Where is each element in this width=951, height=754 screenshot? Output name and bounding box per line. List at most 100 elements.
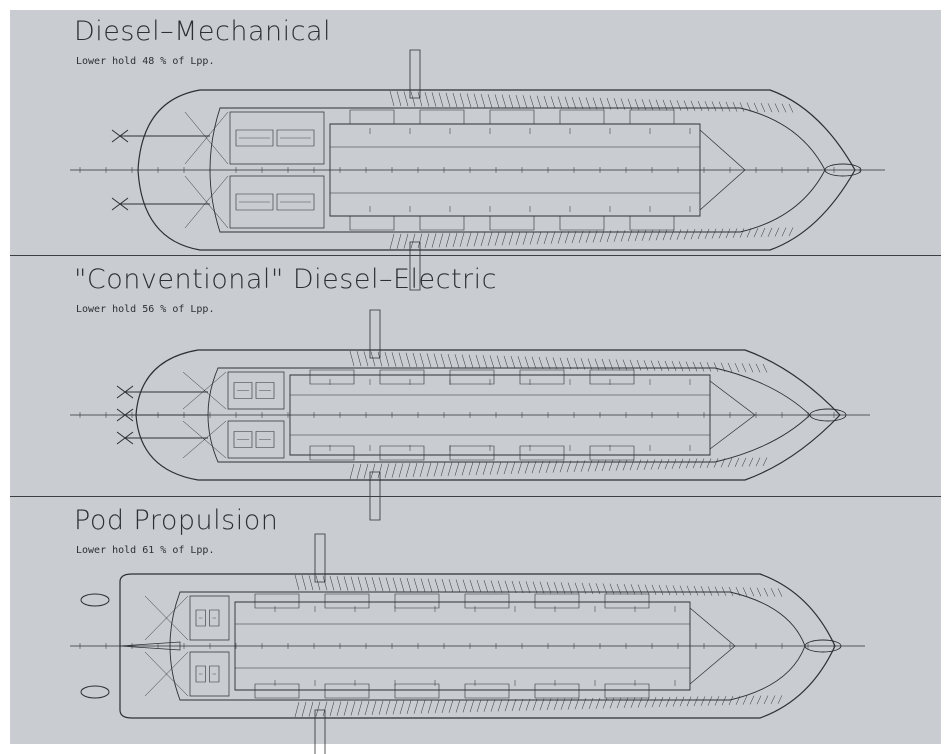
frame-line [393,578,397,592]
brace-line [145,652,188,696]
frame-line [726,229,730,239]
side-room [255,594,299,608]
frame-line [572,231,576,243]
frame-line [523,232,527,245]
frame-line [607,230,611,241]
frame-line [411,92,415,107]
frame-line [344,576,348,590]
panel-title: Pod Propulsion [74,505,279,536]
side-room [520,370,564,384]
frame-line [530,96,534,109]
side-room [590,370,634,384]
frame-line [539,461,543,473]
frame-line [701,696,705,705]
frame-line [386,578,390,592]
side-room [395,684,439,698]
frame-line [455,354,459,367]
frame-line [589,583,593,594]
machinery-room [228,421,284,458]
frame-line [547,582,551,594]
frame-line [330,702,334,717]
frame-line [623,460,627,471]
frame-line [593,231,597,243]
frame-line [729,587,733,596]
frame-line [764,696,768,705]
frame-line [595,460,599,471]
frame-line [757,696,761,705]
bulbous-bow [825,164,861,176]
frame-line [476,355,480,368]
panel-pod-propulsion: Pod Propulsion Lower hold 61 % of Lpp. [10,497,941,744]
frame-line [406,353,410,367]
frame-line [733,228,737,237]
frame-line [539,357,543,369]
engine-unit [234,383,252,399]
inner-hull-line [208,368,810,462]
panel-diesel-electric: "Conventional" Diesel–Electric Lower hol… [10,256,941,496]
frame-line [719,229,723,239]
frame-line [747,228,751,237]
frame-line [750,696,754,705]
frame-line [488,94,492,107]
frame-line [663,230,667,241]
frame-line [721,363,725,372]
machinery-room [190,596,229,640]
frame-line [712,101,716,111]
engine-unit [196,666,206,682]
frame-line [649,230,653,241]
frame-line [631,697,635,707]
bulbous-bow [810,409,846,421]
frame-line [407,700,411,713]
frame-line [614,98,618,109]
side-room [450,446,494,460]
machinery-room [230,176,324,228]
side-room [490,110,534,124]
frame-line [687,586,691,596]
frame-line [684,101,688,111]
frame-line [551,231,555,243]
frame-line [350,464,354,479]
frame-line [446,93,450,107]
frame-line [651,459,655,469]
bow-ramp [690,608,735,684]
machinery-room [230,112,324,164]
frame-line [502,95,506,108]
frame-line [782,104,786,113]
frame-line [624,697,628,707]
frame-line [455,462,459,475]
side-room [420,110,464,124]
frame-line [707,362,711,371]
frame-line [740,228,744,237]
frame-line [575,583,579,594]
frame-line [420,463,424,477]
frame-line [719,102,723,112]
frame-line [677,100,681,110]
frame-line [775,104,779,113]
frame-line [665,459,669,469]
frame-line [371,464,375,479]
frame-line [364,351,368,366]
frame-line [316,702,320,717]
frame-line [635,230,639,241]
frame-line [467,94,471,108]
frame-line [295,702,299,717]
panel-title: "Conventional" Diesel–Electric [74,264,498,295]
frame-line [742,458,746,467]
side-room [605,684,649,698]
frame-line [407,578,411,591]
frame-line [435,579,439,592]
side-room [380,446,424,460]
frame-line [756,364,760,373]
engine-unit [210,666,220,682]
propeller [117,432,133,444]
gangway [410,50,420,98]
frame-line [537,232,541,245]
frame-line [666,697,670,707]
frame-line [757,588,761,597]
panel-subtitle: Lower hold 48 % of Lpp. [76,56,215,67]
panel-subtitle: Lower hold 61 % of Lpp. [76,545,215,556]
frame-line [399,463,403,477]
side-room [420,216,464,230]
frame-line [484,580,488,592]
frame-line [638,584,642,594]
